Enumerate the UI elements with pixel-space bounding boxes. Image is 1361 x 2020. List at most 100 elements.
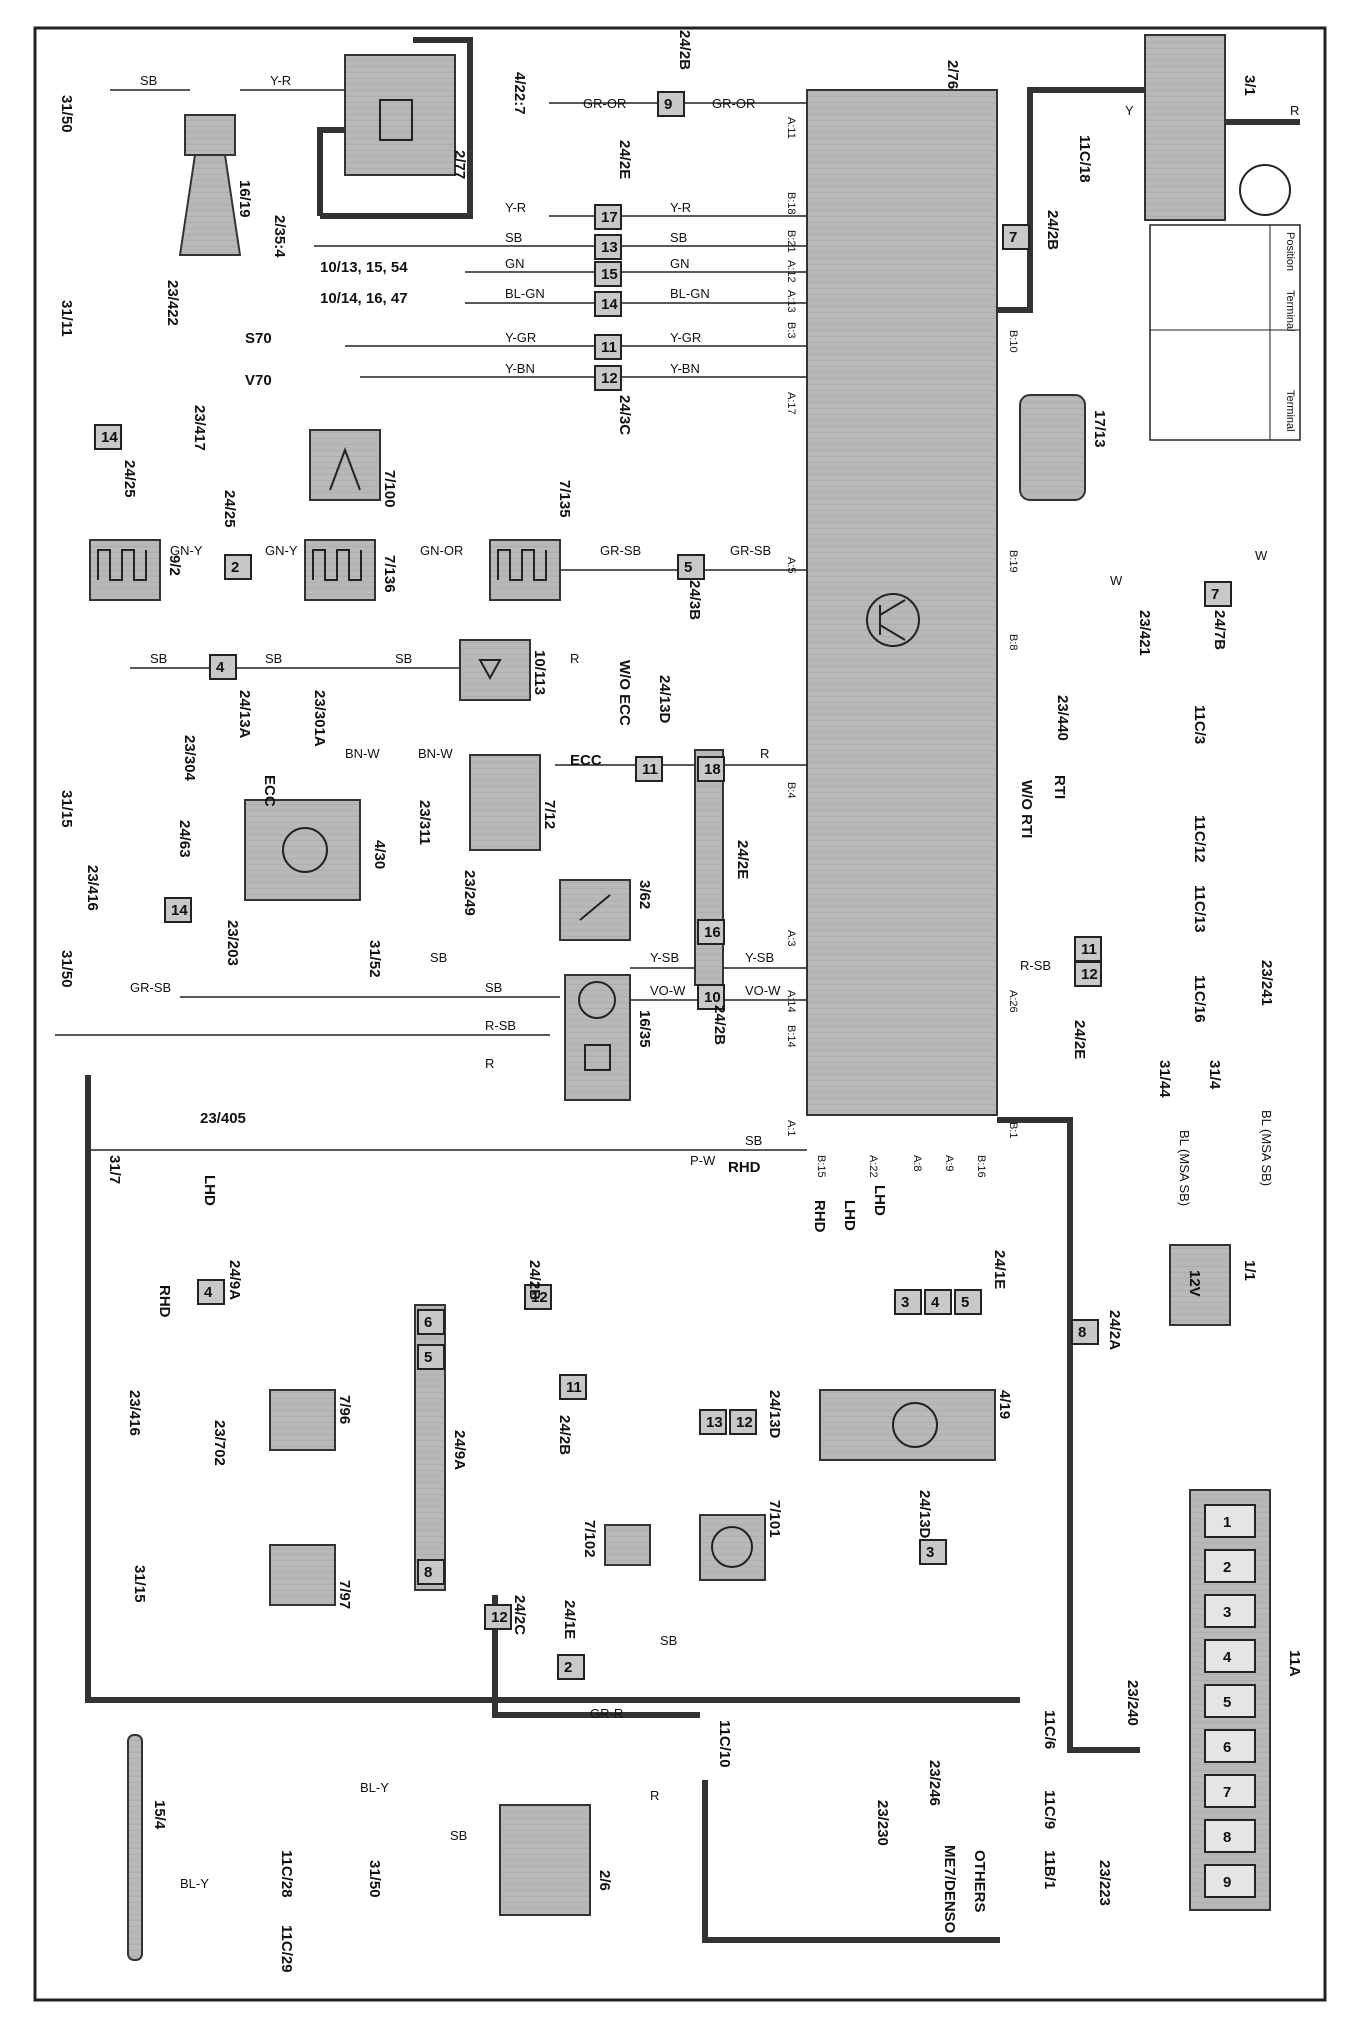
svg-text:Y-SB: Y-SB	[650, 950, 679, 965]
fuse-number: 8	[1223, 1829, 1231, 1846]
svg-text:16/19: 16/19	[236, 180, 253, 218]
svg-text:24/1E: 24/1E	[561, 1600, 578, 1639]
connector-pin-number: 15	[601, 266, 618, 283]
svg-text:24/2B: 24/2B	[711, 1005, 728, 1045]
ecu-pin: B:16	[975, 1155, 987, 1178]
connector-pin-box	[164, 897, 192, 923]
svg-text:BN-W: BN-W	[418, 746, 453, 761]
svg-text:24/3B: 24/3B	[686, 580, 703, 620]
connector-pin-box	[635, 756, 663, 782]
svg-text:16/35: 16/35	[636, 1010, 653, 1048]
wire-group	[55, 89, 807, 1151]
wire-labels: SB Y-R GR-OR GR-OR Y-R Y-R SB SB GN GN B…	[130, 73, 1299, 1891]
svg-text:W: W	[1255, 548, 1268, 563]
svg-text:1/1: 1/1	[1241, 1260, 1258, 1281]
relay-top-body	[344, 54, 456, 176]
connector-pin-box	[1204, 581, 1232, 607]
ecu-pin: B:1	[1007, 1122, 1019, 1139]
connector-pin-box	[559, 1374, 587, 1400]
svg-text:LHD: LHD	[841, 1200, 858, 1231]
connector-pin-number: 8	[424, 1564, 432, 1581]
switch-icon	[579, 894, 611, 921]
ecu-pin: B:3	[785, 322, 797, 339]
svg-text:10/113: 10/113	[531, 650, 548, 695]
connector-pin-number: 2	[564, 1659, 572, 1676]
connector-pin-box	[484, 1604, 512, 1630]
relay-top: 2/77	[344, 54, 468, 179]
component-labels: 4/22:7 24/2B 24/2E 2/35:4 10/13, 15, 54 …	[58, 30, 1275, 1973]
svg-text:31/50: 31/50	[58, 95, 75, 133]
svg-text:GN-OR: GN-OR	[420, 543, 463, 558]
connector-pin: 12	[729, 1409, 757, 1435]
connector-pin-box	[594, 234, 622, 260]
svg-text:BL-GN: BL-GN	[670, 286, 710, 301]
connector-pin-number: 8	[1078, 1324, 1086, 1341]
svg-text:R: R	[485, 1056, 494, 1071]
ecu-body	[806, 89, 998, 1116]
connector-pin: 4	[197, 1279, 225, 1305]
key-icon	[1239, 164, 1291, 216]
svg-text:11C/10: 11C/10	[716, 1720, 733, 1768]
connector-pin-number: 4	[931, 1294, 940, 1311]
svg-text:S70: S70	[245, 330, 272, 347]
svg-text:R: R	[760, 746, 769, 761]
svg-text:ECC: ECC	[261, 775, 278, 807]
svg-text:31/44: 31/44	[1156, 1060, 1173, 1098]
connector-pin-number: 5	[961, 1294, 969, 1311]
ecu-pin: B:10	[1007, 330, 1019, 353]
svg-text:4/22:7: 4/22:7	[511, 72, 528, 115]
svg-text:17/13: 17/13	[1091, 410, 1108, 448]
svg-text:Y-R: Y-R	[505, 200, 526, 215]
connector-pin: 7	[1204, 581, 1232, 607]
relay-bottom: 2/6	[499, 1804, 613, 1916]
connector-pin-box	[594, 261, 622, 287]
connector-pin-box	[594, 334, 622, 360]
connector-pin-box	[894, 1289, 922, 1315]
svg-text:Position: Position	[1284, 232, 1296, 271]
connector-pin: 18	[697, 756, 725, 782]
connector-pin: 13	[594, 234, 622, 260]
transistor-icon	[892, 1402, 938, 1448]
connector-pin-box	[697, 984, 725, 1010]
ecu-pin: A:22	[867, 1155, 879, 1178]
svg-text:10/13, 15, 54: 10/13, 15, 54	[320, 259, 408, 276]
connector-pin: 4	[924, 1289, 952, 1315]
svg-text:24/25: 24/25	[121, 460, 138, 498]
svg-text:23/702: 23/702	[211, 1420, 228, 1466]
ecu-pin: B:21	[785, 230, 797, 253]
svg-text:24/2E: 24/2E	[734, 840, 751, 879]
connector-pin-box	[94, 424, 122, 450]
svg-text:24/9A: 24/9A	[226, 1260, 243, 1300]
ecu-pin: A:26	[1007, 990, 1019, 1013]
svg-text:RHD: RHD	[811, 1200, 828, 1233]
svg-text:2/35:4: 2/35:4	[271, 215, 288, 258]
svg-text:SB: SB	[265, 651, 282, 666]
ecu-pin: A:3	[785, 930, 797, 947]
svg-text:11B/1: 11B/1	[1041, 1850, 1058, 1889]
svg-text:24/2B: 24/2B	[556, 1415, 573, 1455]
fuse-number: 4	[1223, 1649, 1232, 1666]
connector-pin: 5	[954, 1289, 982, 1315]
speaker-pair: 7/96 7/97	[269, 1389, 353, 1609]
svg-text:7/12: 7/12	[541, 800, 558, 829]
relay-top-label: 2/77	[451, 150, 468, 179]
led-component: 10/113	[459, 639, 548, 701]
svg-text:Y-GR: Y-GR	[670, 330, 701, 345]
svg-text:R: R	[570, 651, 579, 666]
svg-text:SB: SB	[485, 980, 502, 995]
svg-text:9/2: 9/2	[166, 555, 183, 576]
svg-text:11C/28: 11C/28	[278, 1850, 295, 1898]
connector-pin-box	[417, 1309, 445, 1335]
connector-pin-box	[697, 756, 725, 782]
svg-text:ME7/DENSO: ME7/DENSO	[941, 1845, 958, 1934]
ecc-module: 4/30	[244, 799, 388, 901]
connector-pin-box	[954, 1289, 982, 1315]
svg-text:11C/16: 11C/16	[1191, 975, 1208, 1023]
svg-text:GR-SB: GR-SB	[600, 543, 641, 558]
ecu-pin: B:15	[815, 1155, 827, 1178]
immobilizer-module: 4/19	[819, 1389, 1013, 1461]
connector-pin: 12	[594, 365, 622, 391]
connector-pin-box	[197, 1279, 225, 1305]
